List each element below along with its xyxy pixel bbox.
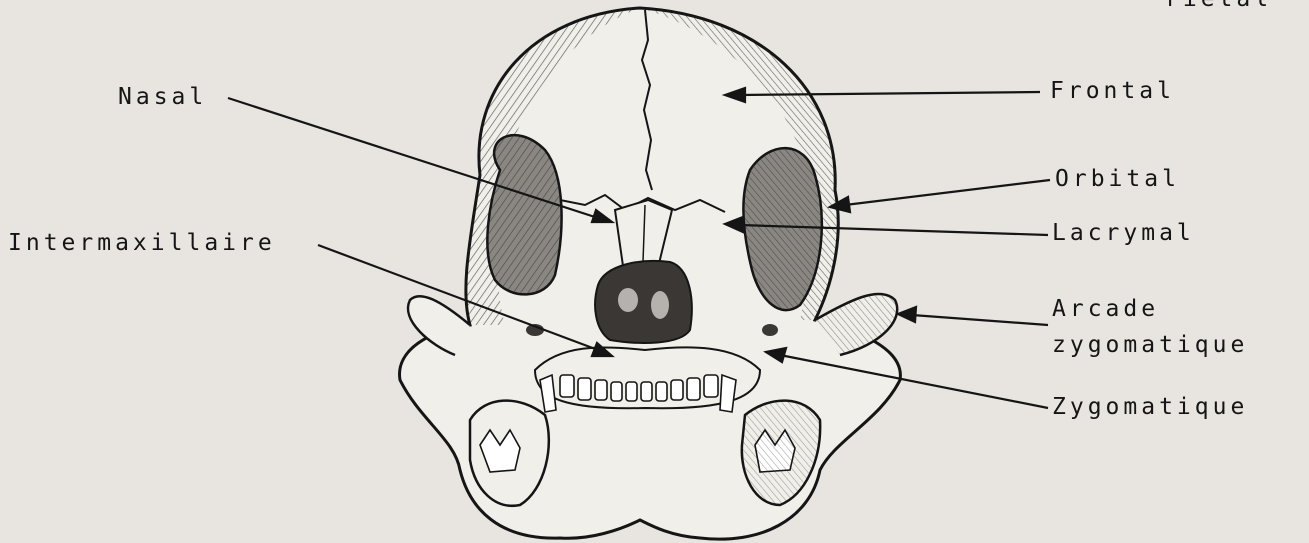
nasal-cavity-spot — [651, 291, 669, 319]
label-nasal: Nasal — [118, 84, 207, 110]
label-lacrymal: Lacrymal — [1052, 220, 1195, 246]
leader-orbital — [845, 180, 1050, 205]
label-zygomatique: Zygomatique — [1052, 394, 1248, 420]
infraorbital-foramen-right — [762, 324, 778, 336]
arrowhead-arcade — [898, 307, 916, 322]
label-intermaxillaire: Intermaxillaire — [8, 230, 276, 256]
label-orbital: Orbital — [1055, 166, 1180, 192]
nasal-cavity — [595, 261, 692, 343]
nasal-cavity-spot — [618, 288, 638, 312]
label-arcade-line1: Arcade — [1052, 296, 1159, 322]
label-frontal: Frontal — [1050, 78, 1175, 104]
orbit-left-hatch — [487, 135, 561, 294]
label-top-cut: rietal — [1165, 0, 1272, 12]
leader-arcade — [912, 315, 1048, 325]
label-arcade-line2: zygomatique — [1052, 332, 1248, 358]
